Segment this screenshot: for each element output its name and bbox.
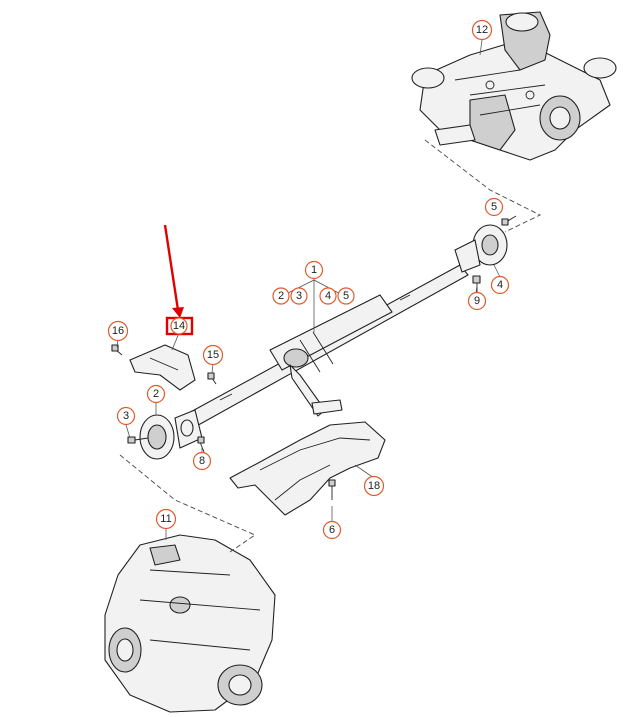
svg-text:3: 3 [123, 410, 129, 422]
svg-text:1: 1 [311, 264, 317, 276]
front-flange [139, 409, 203, 460]
transfer-gearbox [104, 534, 276, 713]
svg-text:5: 5 [343, 290, 349, 302]
svg-text:16: 16 [112, 325, 124, 337]
svg-text:2: 2 [153, 388, 159, 400]
svg-text:4: 4 [325, 290, 331, 302]
callout-8[interactable]: 8 [192, 451, 212, 471]
guide-line-differential [424, 139, 542, 233]
rear-differential [411, 11, 617, 161]
svg-text:15: 15 [207, 349, 219, 361]
svg-text:14: 14 [173, 320, 185, 332]
red-pointer-arrow [163, 224, 184, 318]
svg-text:5: 5 [491, 201, 497, 213]
callout-9[interactable]: 9 [467, 291, 487, 311]
callout-4[interactable]: 4 [490, 275, 510, 295]
leader-lines [116, 39, 501, 540]
callout-1[interactable]: 1 [304, 260, 324, 280]
svg-text:3: 3 [296, 290, 302, 302]
propeller-shaft [184, 264, 469, 429]
callout-14[interactable]: 14 [165, 316, 194, 336]
callout-3[interactable]: 3 [116, 406, 136, 426]
front-heat-shield [129, 344, 196, 391]
callout-5[interactable]: 5 [484, 197, 504, 217]
svg-text:8: 8 [199, 455, 205, 467]
rear-flange [454, 224, 508, 273]
svg-text:11: 11 [160, 513, 171, 525]
svg-text:9: 9 [474, 295, 480, 307]
callout-18[interactable]: 18 [363, 475, 385, 497]
svg-text:12: 12 [476, 24, 488, 36]
callout-2[interactable]: 2 [146, 384, 166, 404]
svg-text:4: 4 [497, 279, 503, 291]
callout-sub-3[interactable]: 3 [290, 287, 308, 305]
callout-12[interactable]: 12 [471, 19, 493, 41]
callout-sub-2[interactable]: 2 [272, 287, 290, 305]
callout-sub-4[interactable]: 4 [319, 287, 337, 305]
callout-6[interactable]: 6 [322, 520, 342, 540]
svg-text:18: 18 [368, 480, 380, 492]
svg-text:2: 2 [278, 290, 284, 302]
callout-15[interactable]: 15 [202, 344, 224, 366]
svg-text:6: 6 [329, 524, 335, 536]
callout-sub-5[interactable]: 5 [337, 287, 355, 305]
guide-line-gearbox [119, 454, 256, 553]
callout-11[interactable]: 11 [155, 508, 177, 530]
callout-16[interactable]: 16 [107, 320, 129, 342]
tunnel-heat-shield [229, 421, 386, 516]
